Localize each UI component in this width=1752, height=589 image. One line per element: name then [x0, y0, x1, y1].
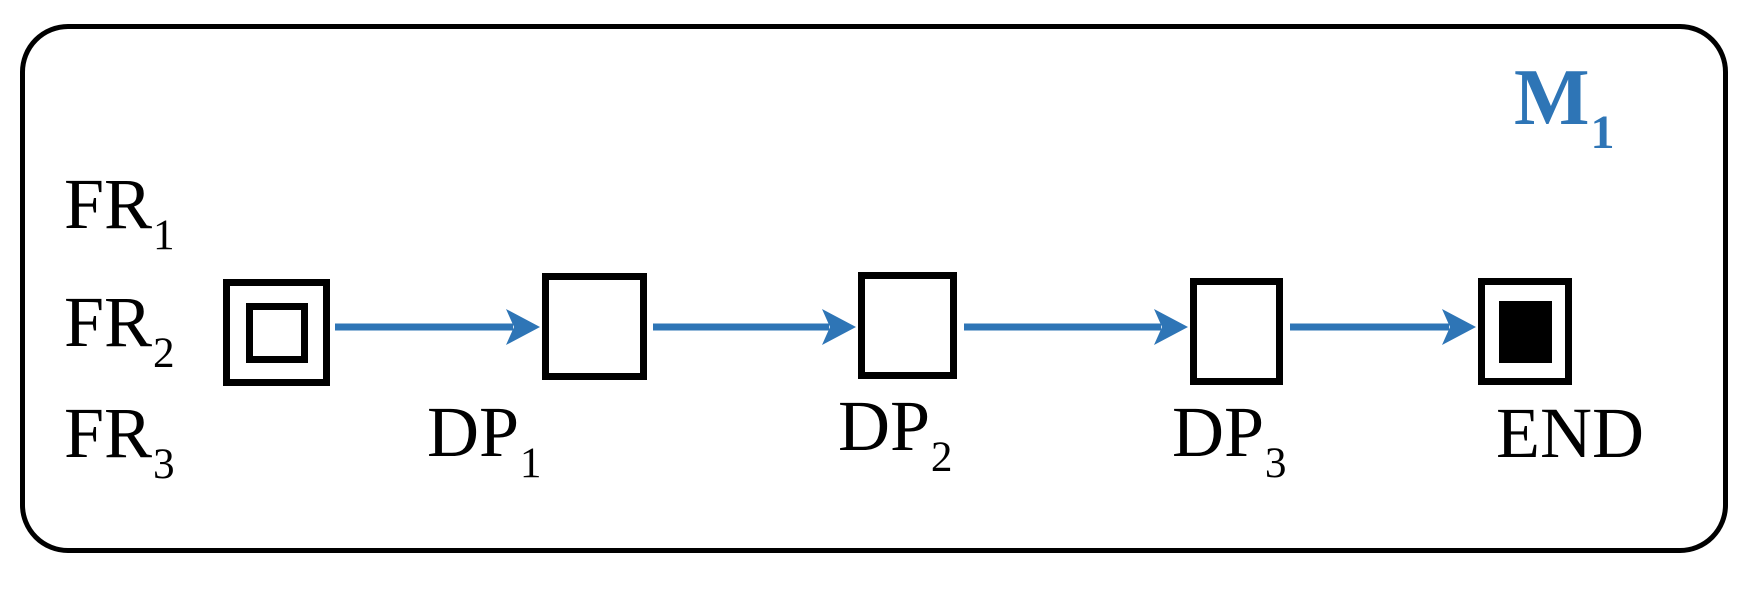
dp3-text: DP: [1172, 392, 1265, 472]
dp1-text: DP: [427, 392, 520, 472]
start-node: [223, 279, 330, 386]
dp1-subscript: 1: [519, 440, 542, 488]
flow-arrow-dp2-to-dp3: [964, 309, 1188, 345]
fr3-text: FR: [64, 393, 153, 473]
dp3-node-label: DP3: [1172, 396, 1287, 486]
fr1-subscript: 1: [152, 212, 175, 260]
fr3-subscript: 3: [152, 441, 175, 489]
module-label-subscript: 1: [1590, 105, 1615, 159]
end-text: END: [1496, 393, 1644, 473]
flow-arrow-dp1-to-dp2: [653, 309, 856, 345]
start-node-inner-square: [245, 302, 308, 363]
dp1-node: [542, 273, 647, 380]
fr1-row-label: FR1: [64, 168, 175, 258]
fr2-text: FR: [64, 282, 153, 362]
end-node-label: END: [1496, 397, 1644, 469]
dp3-node: [1190, 278, 1283, 385]
end-node: [1478, 278, 1572, 385]
module-label-text: M: [1514, 54, 1590, 142]
dp3-subscript: 3: [1264, 440, 1287, 488]
fr2-row-label: FR2: [64, 286, 175, 376]
fr1-text: FR: [64, 164, 153, 244]
dp2-node: [858, 272, 957, 379]
fr2-subscript: 2: [152, 330, 175, 378]
dp2-node-label: DP2: [838, 390, 953, 480]
dp1-node-label: DP1: [427, 396, 542, 486]
dp2-text: DP: [838, 386, 931, 466]
end-node-filled-square: [1498, 300, 1552, 363]
module-label: M1: [1514, 58, 1614, 156]
fr3-row-label: FR3: [64, 397, 175, 487]
flow-arrow-dp3-to-end: [1290, 309, 1476, 345]
flow-arrow-start-to-dp1: [335, 309, 540, 345]
dp2-subscript: 2: [930, 434, 953, 482]
